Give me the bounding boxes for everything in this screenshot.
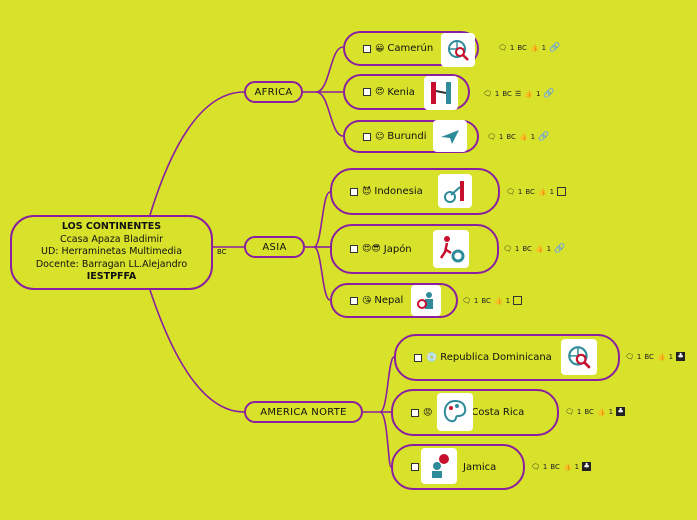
- link-icon[interactable]: 🔗: [554, 244, 566, 254]
- comment-icon[interactable]: 🗨: [506, 187, 515, 196]
- emoji-icon: ☺: [375, 131, 385, 142]
- hand-truck-icon: [438, 174, 472, 208]
- root-author: Ccasa Apaza Bladimir: [59, 233, 164, 245]
- checkbox[interactable]: [350, 296, 358, 305]
- checkbox[interactable]: [363, 88, 371, 96]
- emoji-icon: 💿: [426, 352, 438, 363]
- emoji-icon: 😍😎: [362, 244, 381, 254]
- like-icon[interactable]: 👍: [518, 133, 528, 141]
- leaf-meta: 🗨1 BC 👍1 🔗: [487, 132, 550, 142]
- comment-icon[interactable]: 🗨: [503, 245, 512, 253]
- branch-label: AFRICA: [254, 86, 293, 98]
- globe-search-icon: [441, 33, 475, 67]
- runner-gears-icon: [433, 230, 469, 268]
- emoji-icon: 😘: [362, 295, 372, 306]
- handshake-icon: [424, 76, 458, 110]
- checkbox[interactable]: [411, 408, 419, 417]
- branch-label: ASIA: [262, 241, 287, 253]
- root-institution: IESTPFFA: [86, 271, 137, 283]
- person-chat-icon: [421, 448, 457, 484]
- checkbox[interactable]: [411, 463, 419, 471]
- leaf-label: Nepal: [374, 295, 404, 306]
- like-icon[interactable]: 👍: [656, 352, 666, 361]
- leaf-meta: 🗨1 BC ☰ 👍1 🔗: [483, 89, 555, 99]
- like-icon[interactable]: 👍: [534, 245, 544, 253]
- globe-search-icon: [561, 339, 597, 375]
- tree-icon[interactable]: ♣: [582, 462, 592, 471]
- notes-icon[interactable]: ☰: [514, 90, 522, 98]
- leaf-label: Kenia: [387, 86, 415, 98]
- comment-icon[interactable]: 🗨: [462, 296, 471, 305]
- leaf-label: Jamica: [463, 461, 497, 473]
- link-icon[interactable]: 🔗: [543, 89, 555, 99]
- comment-icon[interactable]: 🗨: [565, 407, 574, 416]
- emoji-icon: 😍: [375, 87, 385, 97]
- leaf-meta: 🗨1 BC 👍1 ♣: [565, 407, 626, 416]
- leaf-label: Japón: [383, 243, 412, 255]
- airplane-icon: [433, 120, 467, 152]
- task-icon[interactable]: [557, 187, 567, 196]
- leaf-label: Republica Dominicana: [440, 352, 552, 363]
- tree-icon[interactable]: ♣: [676, 352, 686, 361]
- leaf-jamica[interactable]: Jamica: [391, 444, 525, 490]
- comment-icon[interactable]: 🗨: [498, 44, 507, 52]
- checkbox[interactable]: [350, 187, 358, 196]
- like-icon[interactable]: 👍: [493, 296, 503, 305]
- leaf-indonesia[interactable]: 😈 Indonesia: [330, 168, 500, 215]
- emoji-icon: 😡: [423, 407, 433, 418]
- root-title: LOS CONTINENTES: [61, 221, 162, 233]
- emoji-icon: 😀: [375, 43, 385, 54]
- tree-icon[interactable]: ♣: [616, 407, 626, 416]
- person-search-icon: [411, 285, 441, 316]
- comment-icon[interactable]: 🗨: [625, 352, 634, 361]
- leaf-costa-rica[interactable]: 😡 Costa Rica: [391, 389, 559, 436]
- like-icon[interactable]: 👍: [596, 407, 606, 416]
- leaf-meta: 🗨1 BC 👍1 🔗: [503, 244, 566, 254]
- leaf-japon[interactable]: 😍😎 Japón: [330, 224, 499, 274]
- leaf-label: Camerún: [387, 43, 434, 54]
- like-icon[interactable]: 👍: [562, 462, 572, 471]
- root-course: UD: Herraminetas Multimedia: [40, 246, 183, 258]
- comment-icon[interactable]: 🗨: [531, 462, 540, 471]
- leaf-label: Burundi: [387, 131, 427, 142]
- root-bc-badge: BC: [217, 248, 227, 256]
- checkbox[interactable]: [414, 353, 422, 362]
- like-icon[interactable]: 👍: [524, 90, 533, 98]
- palette-icon: [437, 393, 473, 431]
- emoji-icon: 😈: [362, 186, 372, 197]
- branch-africa[interactable]: AFRICA: [244, 81, 303, 103]
- checkbox[interactable]: [363, 132, 371, 141]
- leaf-label: Costa Rica: [471, 407, 525, 418]
- root-teacher: Docente: Barragan LL.Alejandro: [35, 258, 188, 270]
- checkbox[interactable]: [363, 44, 371, 53]
- root-node[interactable]: LOS CONTINENTES Ccasa Apaza Bladimir UD:…: [10, 215, 213, 290]
- like-icon[interactable]: 👍: [529, 44, 539, 52]
- branch-label: AMERICA NORTE: [260, 406, 347, 418]
- leaf-meta: 🗨1 BC 👍1 🔗: [498, 43, 561, 53]
- leaf-meta: 🗨1 BC 👍1: [462, 296, 523, 305]
- comment-icon[interactable]: 🗨: [483, 90, 492, 98]
- link-icon[interactable]: 🔗: [538, 132, 550, 142]
- branch-asia[interactable]: ASIA: [244, 236, 305, 258]
- like-icon[interactable]: 👍: [537, 187, 547, 196]
- leaf-meta: 🗨1 BC 👍1 ♣: [531, 462, 592, 471]
- link-icon[interactable]: 🔗: [549, 43, 561, 53]
- task-icon[interactable]: [513, 296, 523, 305]
- leaf-label: Indonesia: [374, 186, 423, 197]
- leaf-meta: 🗨1 BC 👍1 ♣: [625, 352, 686, 361]
- branch-america-norte[interactable]: AMERICA NORTE: [244, 401, 363, 423]
- leaf-meta: 🗨1 BC 👍1: [506, 187, 567, 196]
- comment-icon[interactable]: 🗨: [487, 133, 496, 141]
- checkbox[interactable]: [350, 245, 358, 253]
